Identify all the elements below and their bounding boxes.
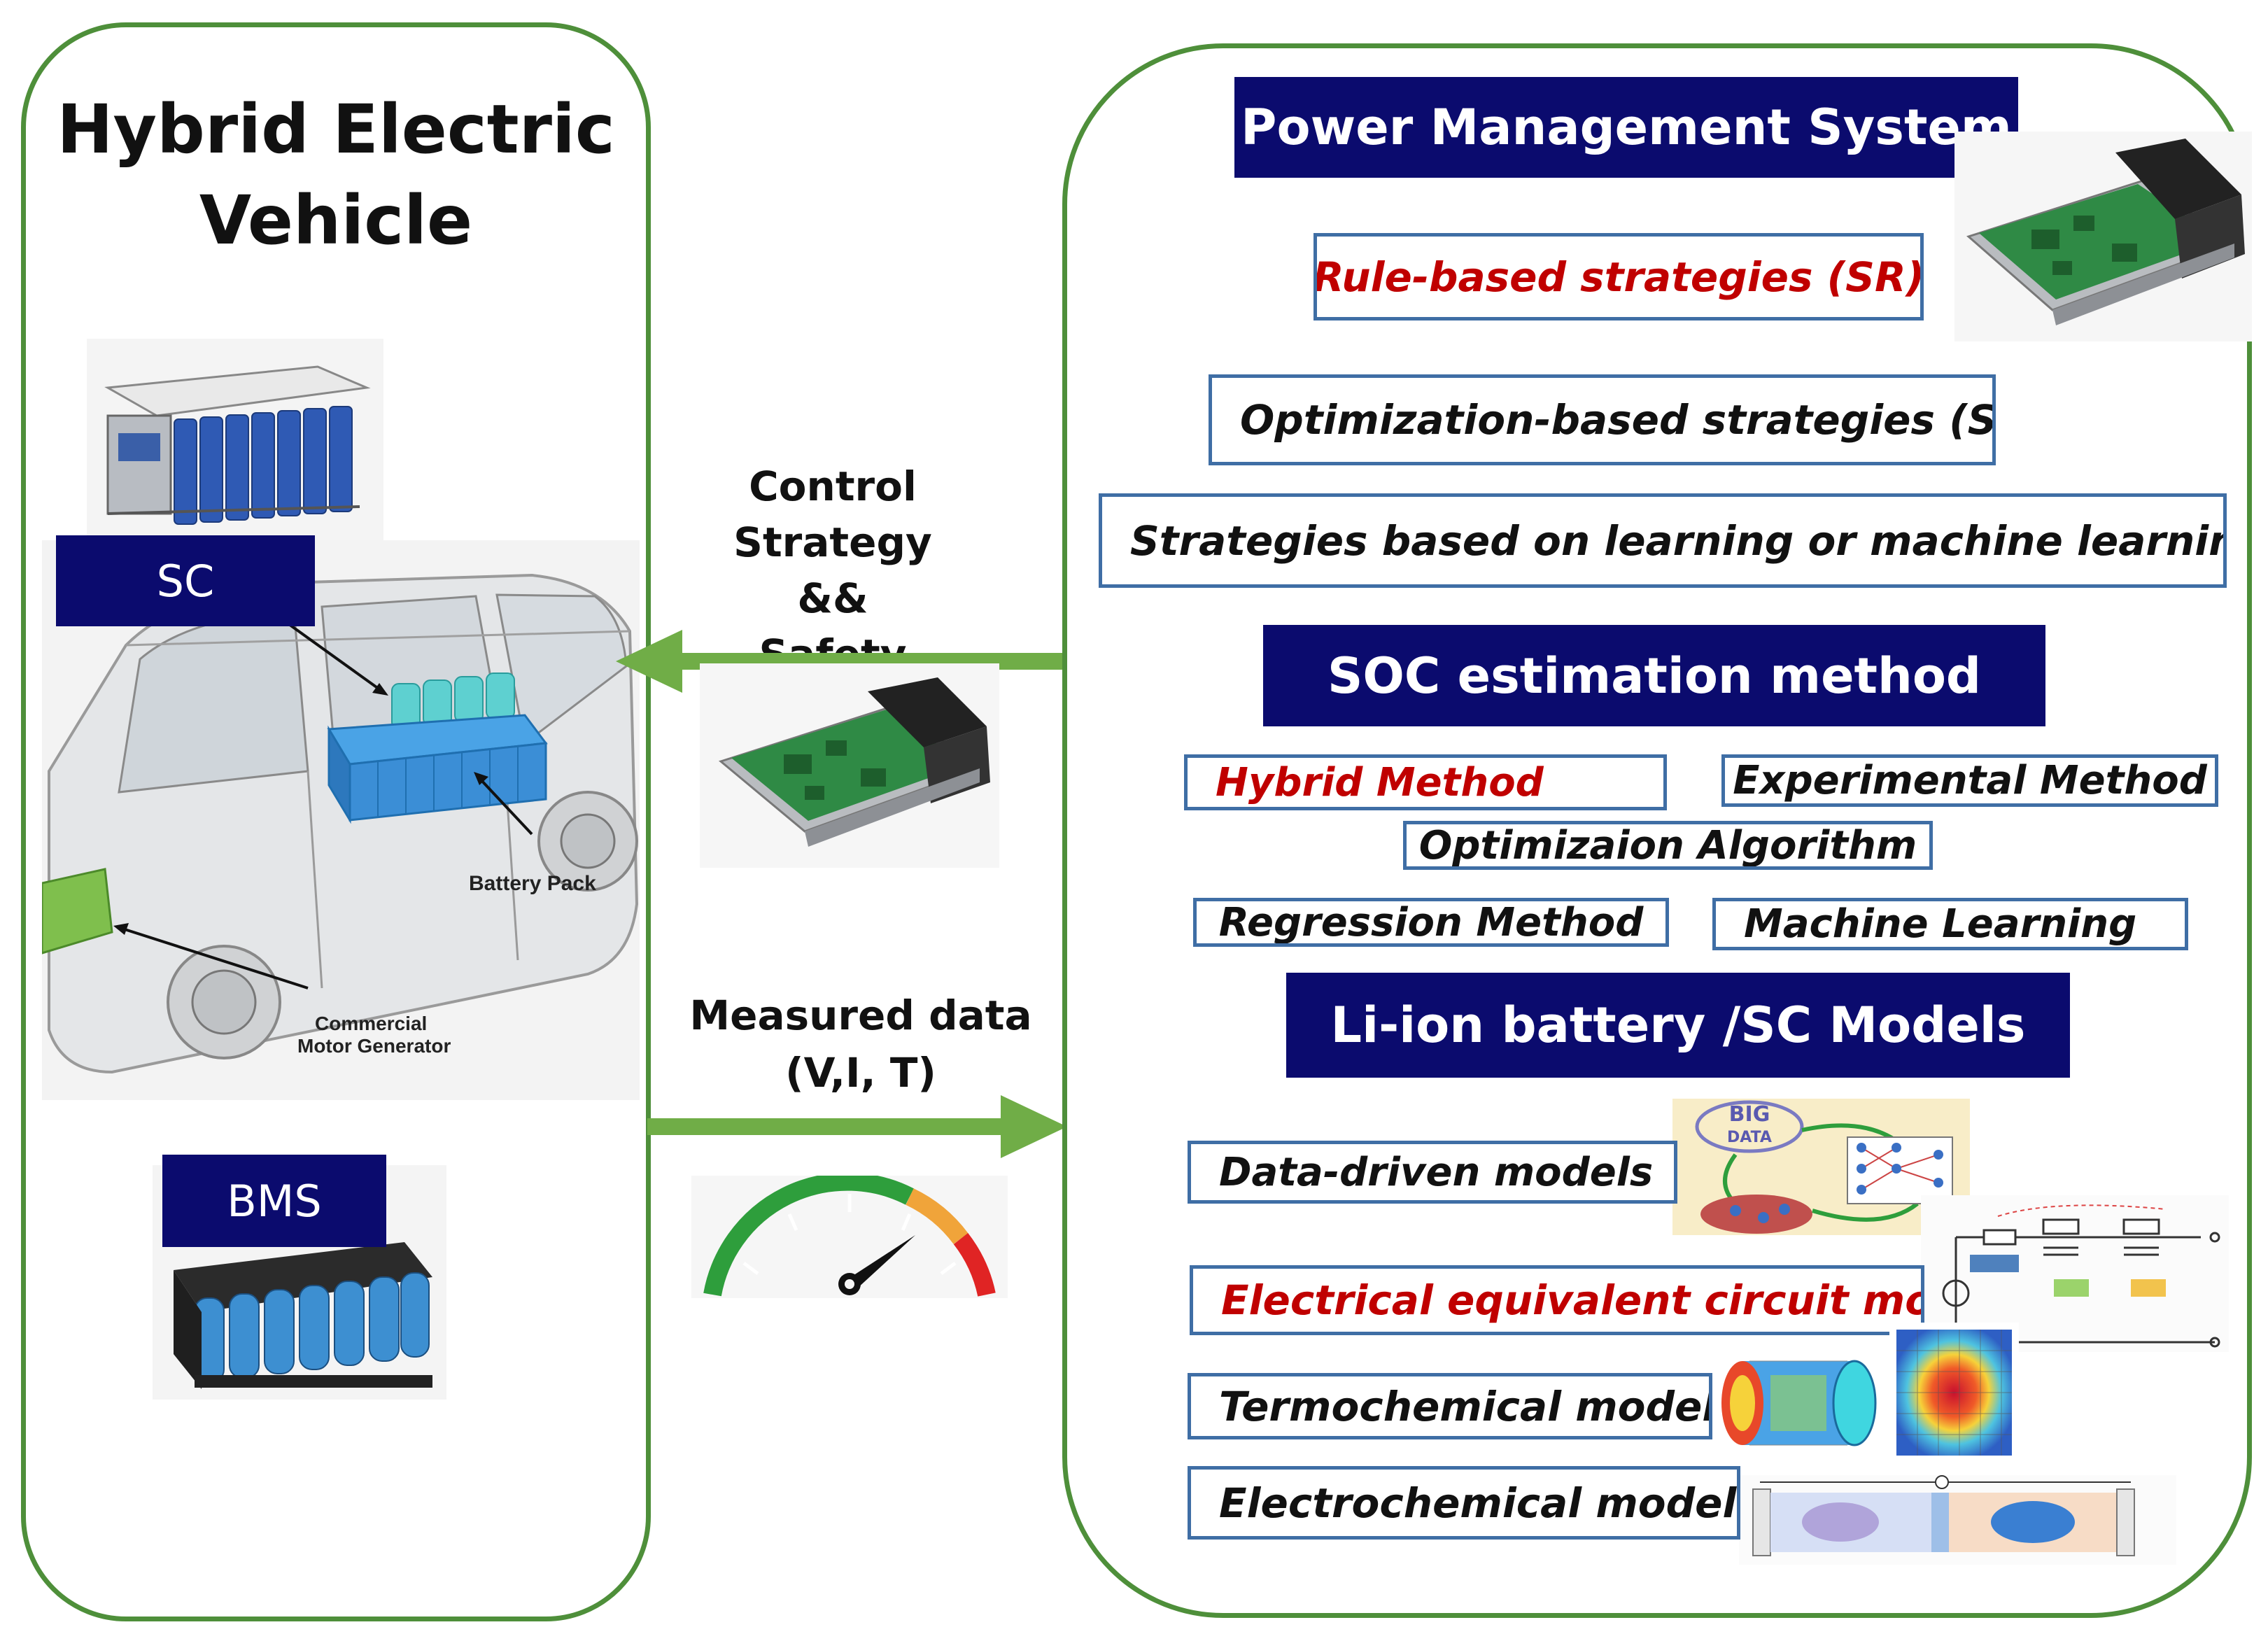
hev-title-line2: Vehicle — [199, 181, 473, 260]
hev-title-line1: Hybrid Electric — [57, 90, 615, 169]
strategy-optimization-based: Optimization-based strategies (SO) — [1209, 374, 1996, 465]
ecu-controller-image — [700, 663, 999, 868]
thermal-heatmap-image — [1889, 1323, 2019, 1463]
soc-experimental-method: Experimental Method — [1721, 754, 2218, 807]
model-electrical-equivalent-circuit: Electrical equivalent circuit models — [1190, 1265, 1924, 1335]
models-title: Li-ion battery /SC Models — [1286, 973, 2070, 1078]
model-termochemical: Termochemical models — [1188, 1373, 1712, 1439]
strategy-machine-learning: Strategies based on learning or machine … — [1099, 493, 2227, 588]
model-data-driven: Data-driven models — [1188, 1141, 1677, 1204]
electrochemical-image — [1739, 1475, 2176, 1565]
soc-machine-learning: Machine Learning — [1712, 898, 2188, 950]
control-line2: && — [797, 575, 868, 622]
sc-label: SC — [56, 535, 315, 626]
measured-data-text: Measured data (V,I, T) — [672, 987, 1050, 1101]
strategy-rule-based: Rule-based strategies (SR) — [1313, 233, 1924, 321]
motor-label-line2: Motor Generator — [297, 1035, 451, 1057]
measured-line2: (V,I, T) — [785, 1049, 936, 1097]
soc-title: SOC estimation method — [1263, 625, 2045, 726]
soc-regression-method: Regression Method — [1193, 898, 1669, 947]
soc-optimization-algorithm: Optimizaion Algorithm — [1403, 821, 1933, 870]
measured-arrow-right — [647, 1095, 1067, 1158]
control-line1: Control Strategy — [733, 463, 932, 566]
gauge-icon — [691, 1176, 1008, 1298]
supercapacitor-module-image — [87, 339, 383, 542]
hev-title: Hybrid Electric Vehicle — [42, 84, 630, 266]
thermal-cylinder-image — [1707, 1344, 1889, 1459]
bms-label: BMS — [162, 1155, 386, 1247]
battery-pack-label: Battery Pack — [469, 872, 596, 895]
motor-label-line1: Commercial — [315, 1013, 427, 1034]
pms-ecu-image — [1954, 132, 2252, 341]
big-data-line1: BIG — [1729, 1102, 1770, 1127]
soc-hybrid-method: Hybrid Method — [1184, 754, 1667, 810]
hybrid-car-cutaway-image: Battery Pack Commercial Motor Generator — [42, 540, 640, 1100]
model-electrochemical: Electrochemical models — [1188, 1466, 1740, 1540]
pms-title: Power Management System — [1234, 77, 2018, 178]
measured-line1: Measured data — [689, 992, 1032, 1039]
big-data-line2: DATA — [1727, 1129, 1772, 1146]
big-data-image: BIG DATA — [1672, 1099, 1970, 1235]
